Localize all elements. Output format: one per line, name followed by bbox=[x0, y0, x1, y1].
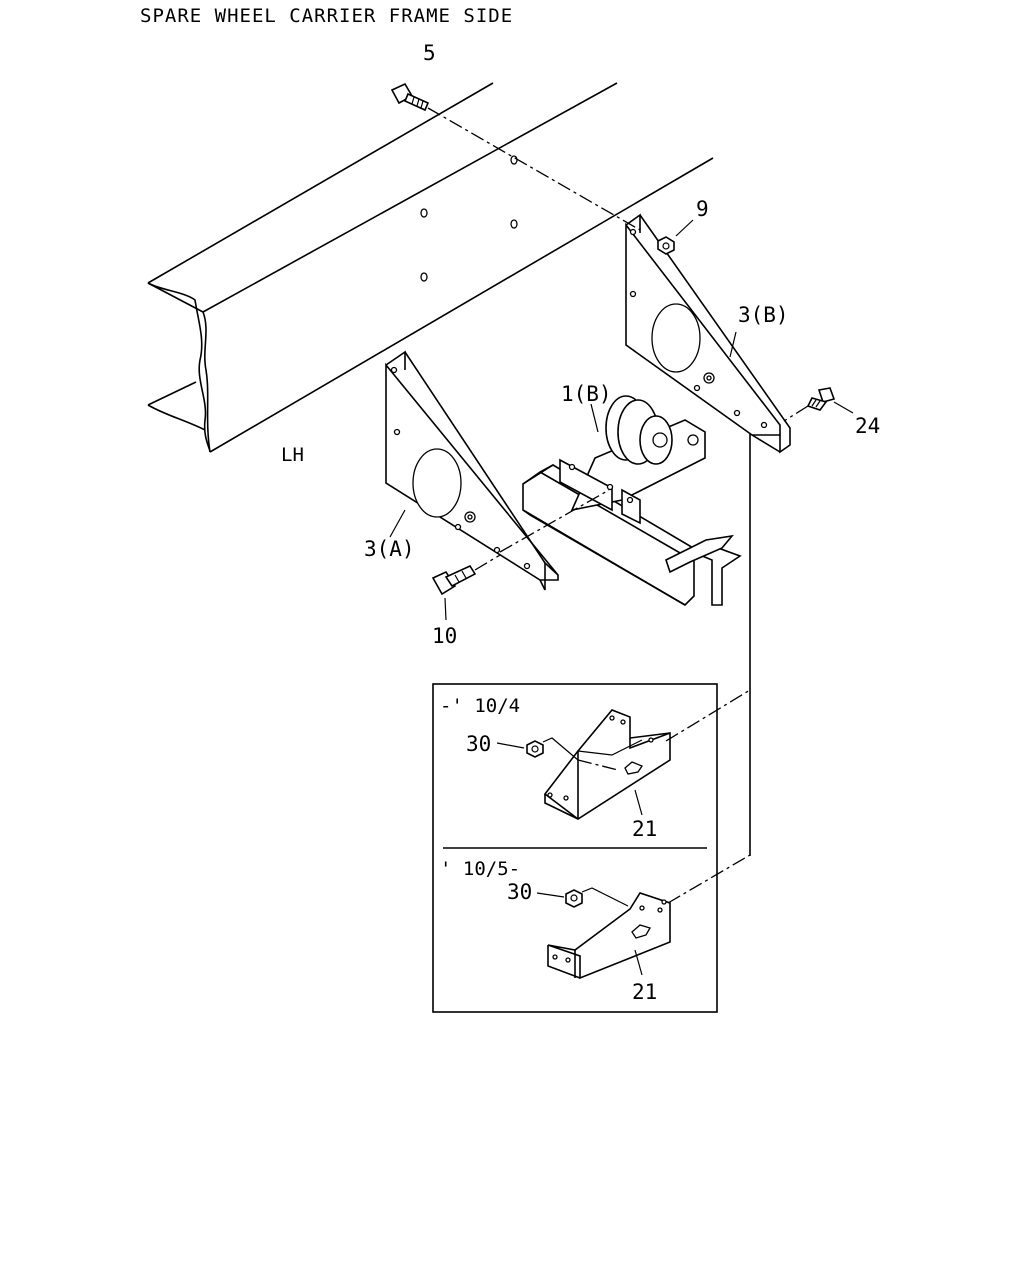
callout-30-upper: 30 bbox=[466, 732, 491, 756]
nut-30-lower-icon bbox=[565, 889, 583, 908]
bolt-10-icon bbox=[431, 564, 477, 596]
period-label-upper: -' 10/4 bbox=[440, 695, 520, 717]
inset-box bbox=[432, 683, 718, 1013]
bolt-5-icon bbox=[390, 82, 430, 112]
frame-rail bbox=[147, 82, 714, 453]
bracket-21-upper bbox=[543, 709, 671, 820]
bracket-3b bbox=[625, 213, 791, 454]
side-label: LH bbox=[281, 444, 304, 466]
bolt-24-icon bbox=[806, 387, 836, 411]
period-label-lower: ' 10/5- bbox=[440, 858, 520, 880]
callout-3a: 3(A) bbox=[364, 537, 415, 561]
callout-10: 10 bbox=[432, 624, 457, 648]
callout-3b: 3(B) bbox=[738, 303, 789, 327]
bracket-21-lower bbox=[547, 892, 671, 980]
callout-9: 9 bbox=[696, 197, 709, 221]
callout-1b: 1(B) bbox=[561, 382, 612, 406]
diagram-title: SPARE WHEEL CARRIER FRAME SIDE bbox=[140, 5, 513, 27]
nut-30-upper-icon bbox=[526, 740, 544, 758]
carrier-winch-1b bbox=[522, 395, 742, 607]
callout-5: 5 bbox=[423, 41, 436, 65]
callout-30-lower: 30 bbox=[507, 880, 532, 904]
bracket-3a bbox=[385, 350, 559, 591]
callout-21-lower: 21 bbox=[632, 980, 657, 1004]
callout-21-upper: 21 bbox=[632, 817, 657, 841]
nut-9-icon bbox=[657, 236, 675, 255]
callout-24: 24 bbox=[855, 414, 880, 438]
